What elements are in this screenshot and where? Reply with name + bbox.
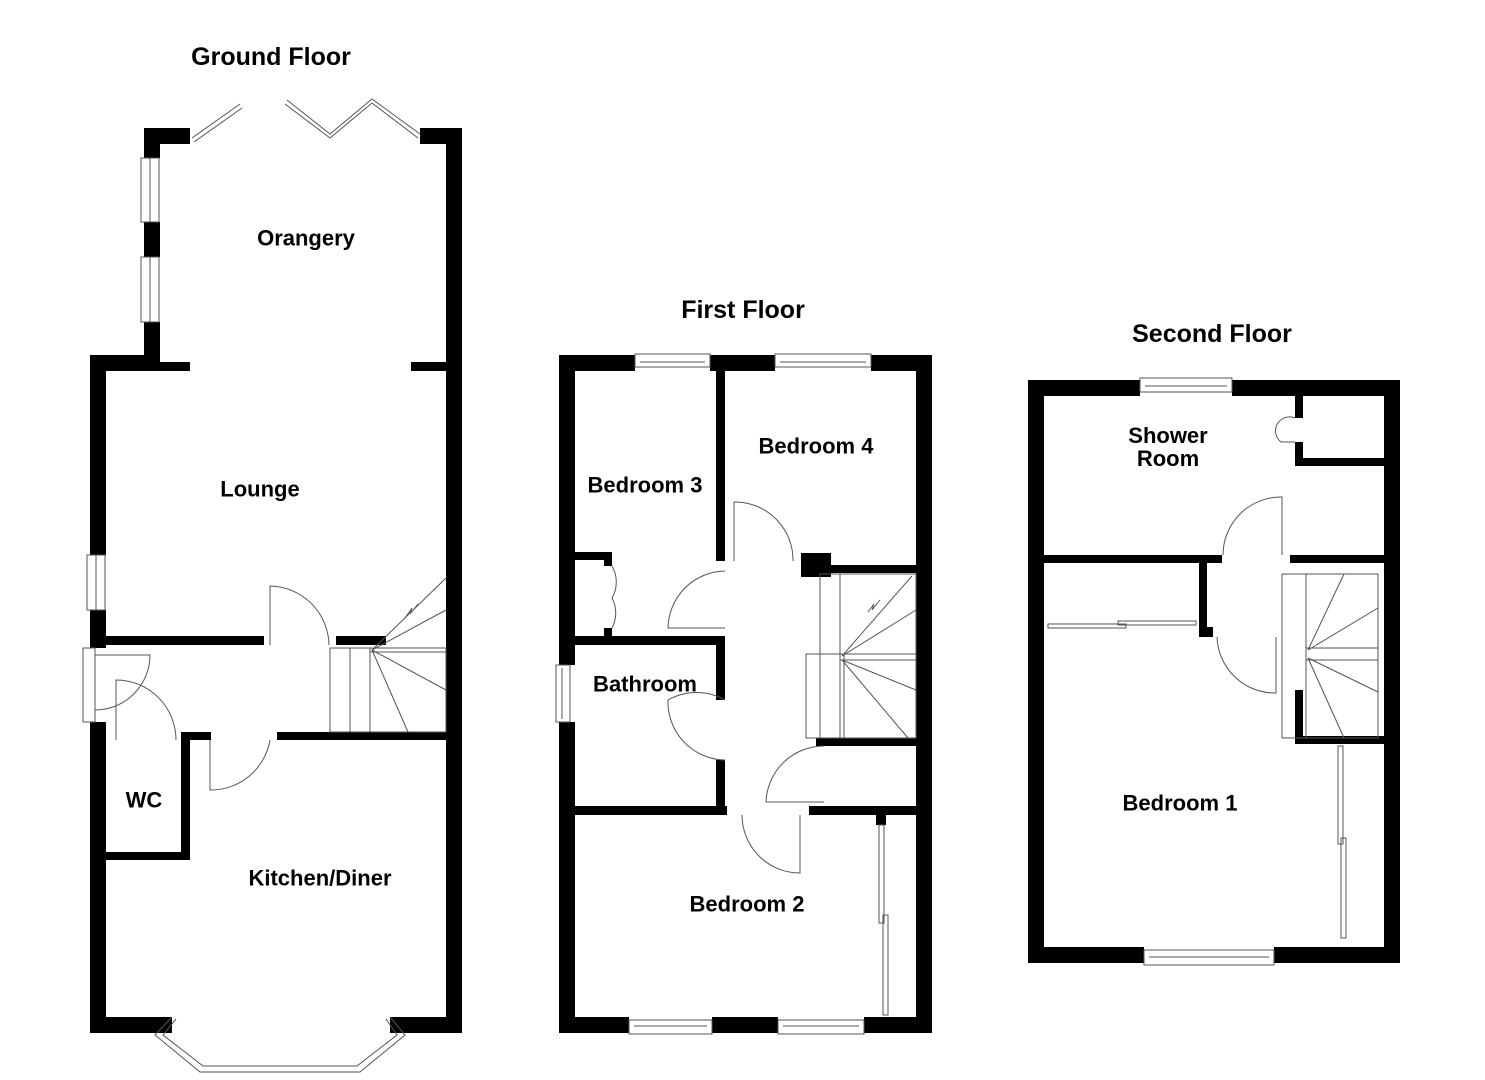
room-label-bedroom-1: Bedroom 1	[1122, 790, 1238, 816]
room-label-bedroom-2: Bedroom 2	[689, 891, 805, 917]
ground-floor-fixtures	[82, 98, 447, 1073]
room-label-shower-room: Shower Room	[1128, 422, 1208, 471]
room-label-kitchen-diner: Kitchen/Diner	[248, 865, 392, 891]
first-floor-fixtures	[555, 353, 917, 1035]
second-floor-fixtures	[1047, 377, 1379, 966]
room-label-orangery: Orangery	[257, 225, 355, 251]
room-label-bedroom-4: Bedroom 4	[758, 433, 874, 459]
room-label-bathroom: Bathroom	[593, 671, 697, 697]
room-label-wc: WC	[125, 787, 163, 813]
floor-title-first: First Floor	[681, 295, 805, 324]
room-label-lounge: Lounge	[220, 476, 300, 502]
floor-title-second: Second Floor	[1132, 319, 1292, 348]
room-label-bedroom-3: Bedroom 3	[587, 472, 703, 498]
second-floor-walls	[1028, 380, 1400, 963]
ground-floor-walls	[90, 128, 462, 1033]
first-floor-walls	[559, 355, 932, 1033]
floor-title-ground: Ground Floor	[191, 42, 351, 71]
